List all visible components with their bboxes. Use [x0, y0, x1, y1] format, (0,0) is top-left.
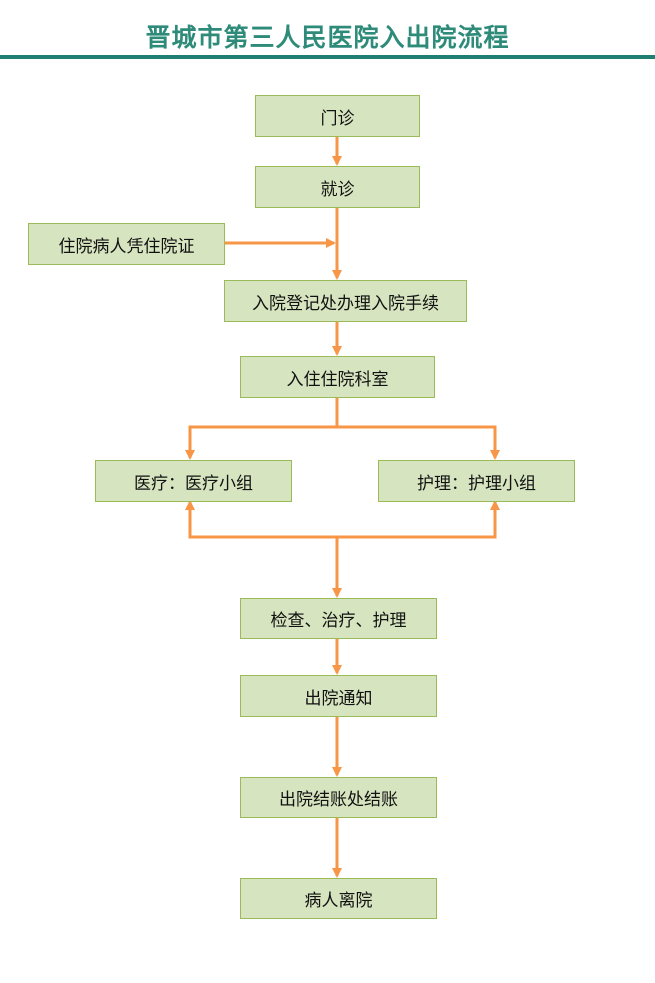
- step-inpatient-cert: 住院病人凭住院证: [28, 223, 225, 265]
- title-divider: [0, 55, 655, 59]
- step-leave: 病人离院: [240, 878, 437, 919]
- step-clinic: 门诊: [255, 95, 420, 137]
- page-title: 晋城市第三人民医院入出院流程: [145, 23, 510, 52]
- connector-split-bar: [188, 425, 500, 460]
- step-medical: 医疗：医疗小组: [95, 460, 292, 502]
- connector-join-bar: [188, 500, 500, 539]
- step-treatment: 检查、治疗、护理: [240, 598, 437, 639]
- step-admission: 入院登记处办理入院手续: [224, 280, 467, 322]
- step-discharge-notice: 出院通知: [240, 675, 437, 717]
- step-consult: 就诊: [255, 166, 420, 208]
- step-checkout: 出院结账处结账: [240, 777, 437, 818]
- step-nursing: 护理：护理小组: [378, 460, 575, 502]
- step-ward: 入住住院科室: [240, 356, 435, 398]
